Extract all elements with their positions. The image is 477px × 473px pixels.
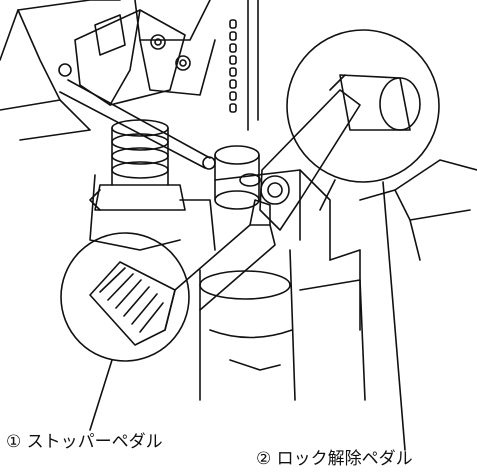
coil-spring [94,119,186,211]
callout-stopper-pedal: ① ストッパーペダル [6,434,163,451]
callout-1-text: ストッパーペダル [26,432,163,452]
callout-1-number: ① [6,432,22,452]
stopper-pedal-pad [89,261,176,346]
push-rod [59,79,216,170]
leader-line-2 [382,181,406,451]
leader-line-1 [89,359,113,431]
callout-2-text: ロック解除ペダル [276,449,413,469]
release-lever-arm [259,89,361,231]
lower-column [199,249,366,401]
callout-2-number: ② [256,449,272,469]
chain [229,0,259,131]
release-pedal-cylinder [329,74,421,131]
callout-release-pedal: ② ロック解除ペダル [256,451,413,468]
zoom-circle-release-pedal [286,29,440,183]
zoom-circle-stopper-pedal [60,232,190,362]
pivot-cylinder [214,145,261,210]
clevis-block [58,9,191,106]
stopper-linkage [174,199,276,311]
housing [89,159,477,331]
